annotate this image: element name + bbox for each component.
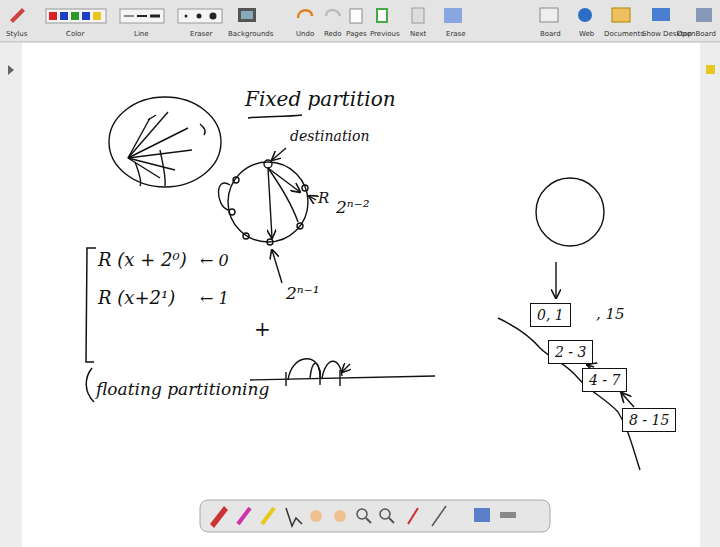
ring-outline [498,178,640,470]
annotation: ← 0 [200,252,229,270]
formula: R (x+2¹) [98,288,175,309]
range-text: 0, 1 [537,307,564,323]
toolbar-label: Pages [346,30,367,38]
toolbar-label: Redo [324,30,342,38]
toolbar-label: Board [540,30,561,38]
toolbar-label: Previous [370,30,400,38]
number-line [250,359,435,386]
annotation: , 15 [596,306,625,323]
toolbar-label: Line [134,30,149,38]
toolbar-label: OpenBoard [677,30,716,38]
annotation: 2ⁿ⁻² [336,198,370,218]
heading-note: Fixed partition [245,88,396,111]
formula: R (x + 2⁰) [98,250,187,271]
toolbar-label: Stylus [6,30,27,38]
pointer-arrow [621,393,634,407]
range-box: 4 - 7 [582,368,627,392]
toolbar [0,0,720,42]
toolbar-label: Color [66,30,84,38]
range-text: 4 - 7 [589,372,620,388]
toolbar-label: Erase [446,30,466,38]
annotation: ← 1 [200,290,229,308]
ring-sketch [218,148,316,283]
side-panel [0,43,22,547]
toolbar-label: Eraser [190,30,212,38]
bottom-toolbar [200,500,550,532]
annotation: R [318,190,329,207]
annotation: destination [290,128,369,144]
pointer-arrow [587,365,594,367]
toolbar-label: Undo [296,30,314,38]
side-panel [700,43,720,547]
toolbar-label: Documents [604,30,644,38]
range-box: 0, 1 [530,303,571,327]
toolbar-label: Next [410,30,426,38]
range-text: 8 - 15 [629,412,669,428]
toolbar-icons [10,8,712,23]
range-text: 2 - 3 [555,344,586,360]
sketch-ellipse [109,97,221,187]
bracket [86,248,96,402]
note: floating partitioning [96,380,269,400]
toolbar-label: Web [579,30,594,38]
range-box: 2 - 3 [548,340,593,364]
range-box: 8 - 15 [622,408,676,432]
annotation: 2ⁿ⁻¹ [286,284,320,304]
toolbar-label: Backgrounds [228,30,273,38]
symbol: + [254,318,271,341]
